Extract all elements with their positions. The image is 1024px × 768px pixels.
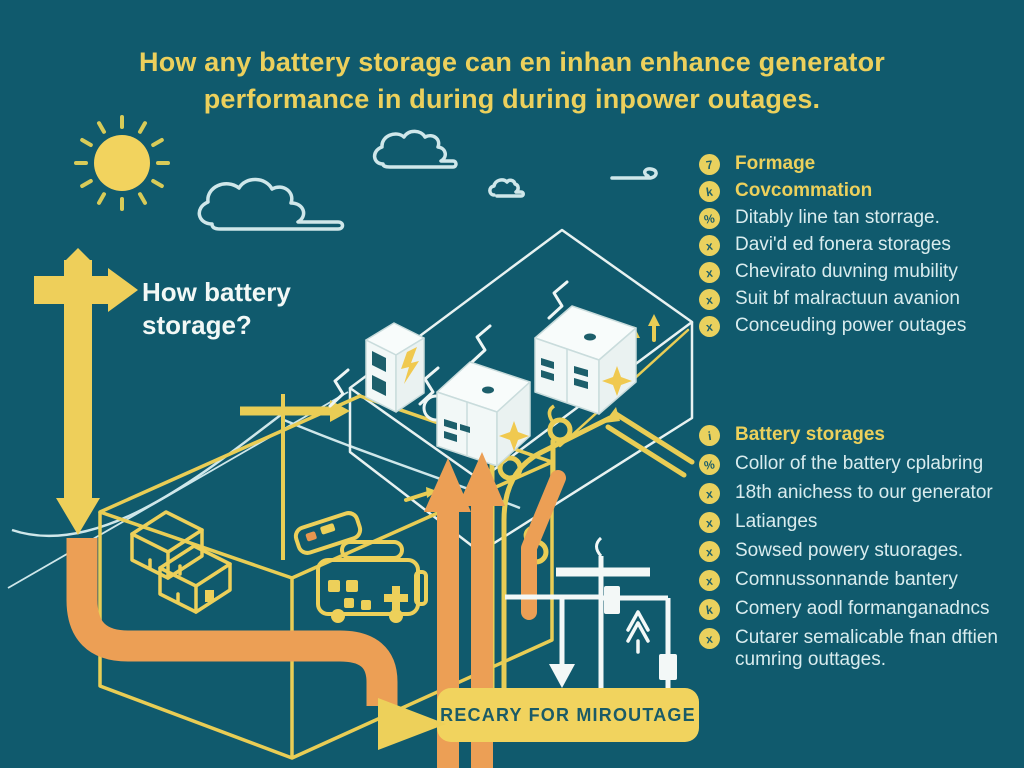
bullet-glyph: k — [705, 184, 714, 199]
bullet-glyph: i — [706, 428, 713, 443]
bullet-glyph: x — [705, 631, 714, 646]
list-item-label: Comnussonnande bantery — [735, 569, 958, 590]
list-item-label: Davi'd ed fonera storages — [735, 234, 951, 255]
bullet-glyph: % — [703, 210, 716, 227]
bullet-icon: x — [699, 289, 720, 310]
bullet-icon: x — [699, 512, 720, 533]
banner-arrow — [378, 698, 446, 750]
list-item: x Davi'd ed fonera storages — [699, 234, 1024, 256]
bullet-icon: x — [699, 628, 720, 649]
list-item-label: Comery aodl formanganadncs — [735, 598, 990, 619]
bullet-glyph: % — [703, 456, 716, 473]
list-item: x Conceuding power outages — [699, 315, 1024, 337]
list-item-label: Latianges — [735, 511, 818, 532]
title-line1: How any battery storage can en inhan enh… — [139, 47, 885, 77]
list-item: % Collor of the battery cplabring — [699, 453, 1024, 475]
orange-up-arrows — [424, 452, 505, 768]
list-item: x Suit bf malractuun avanion — [699, 288, 1024, 310]
orange-elbow-flow — [521, 470, 566, 620]
feature-list-bottom: i Battery storages % Collor of the batte… — [699, 424, 1024, 678]
question-line1: How battery — [142, 277, 291, 307]
list-item: x Comnussonnande bantery — [699, 569, 1024, 591]
list-item: k Covcommation — [699, 180, 1024, 202]
utility-pole — [240, 394, 350, 560]
battery-unit-small — [365, 322, 425, 413]
bullet-glyph: x — [705, 515, 714, 530]
bullet-icon: k — [699, 181, 720, 202]
bullet-glyph: x — [705, 319, 714, 334]
bullet-glyph: x — [705, 486, 714, 501]
cloud-icon — [372, 129, 458, 169]
banner-label: RECARY FOR MIROUTAGE — [440, 704, 696, 725]
bullet-glyph: x — [705, 292, 714, 307]
list-item: x Cutarer semalicable fnan dftien cumrin… — [699, 627, 1024, 671]
infographic-title: How any battery storage can en inhan enh… — [0, 44, 1024, 118]
bullet-glyph: x — [705, 238, 714, 253]
bullet-icon: x — [699, 541, 720, 562]
bullet-icon: k — [699, 599, 720, 620]
bullet-icon: 7 — [699, 154, 720, 175]
feature-list-top: 7 Formage k Covcommation % Ditably line … — [699, 153, 1024, 342]
banner-background — [437, 688, 699, 742]
list-item: i Battery storages — [699, 424, 1024, 446]
bullet-icon: x — [699, 316, 720, 337]
bullet-icon: i — [699, 425, 720, 446]
list-item-label: Battery storages — [735, 424, 885, 445]
cloud-icon — [488, 178, 525, 198]
cloud-icons — [197, 129, 658, 231]
battery-unit-large — [534, 305, 637, 415]
question-line2: storage? — [142, 310, 252, 340]
list-item: % Ditably line tan storrage. — [699, 207, 1024, 229]
list-item: x Latianges — [699, 511, 1024, 533]
storage-crates — [130, 510, 232, 614]
spark-zigzags — [328, 280, 569, 408]
title-line2: performance in during during inpower out… — [203, 84, 821, 114]
list-item: x Sowsed powery stuorages. — [699, 540, 1024, 562]
bullet-icon: x — [699, 483, 720, 504]
list-item-label: Chevirato duvning mubility — [735, 261, 958, 282]
list-item-label: Cutarer semalicable fnan dftien cumring … — [735, 627, 998, 670]
distribution-pole — [505, 536, 677, 740]
bullet-glyph: 7 — [705, 157, 714, 172]
orange-flow-pipe — [66, 538, 398, 706]
list-item: x 18th anichess to our generator — [699, 482, 1024, 504]
bullet-icon: x — [699, 570, 720, 591]
cloud-icon — [197, 177, 345, 231]
list-item-label: Ditably line tan storrage. — [735, 207, 940, 228]
signpost-cross — [34, 248, 138, 535]
question-label: How battery storage? — [142, 276, 291, 342]
list-item-label: Formage — [735, 153, 816, 174]
list-item-label: 18th anichess to our generator — [735, 482, 993, 503]
bullet-icon: % — [699, 208, 720, 229]
list-item-label: Collor of the battery cplabring — [735, 453, 984, 474]
battery-unit-medium — [436, 361, 531, 467]
bullet-icon: x — [699, 262, 720, 283]
bullet-glyph: k — [705, 602, 714, 617]
bullet-glyph: x — [705, 544, 714, 559]
bullet-icon: x — [699, 235, 720, 256]
list-item: x Chevirato duvning mubility — [699, 261, 1024, 283]
sun-icon — [74, 115, 170, 211]
bullet-glyph: x — [705, 265, 714, 280]
list-item-label: Suit bf malractuun avanion — [735, 288, 960, 309]
cloud-icon — [610, 167, 658, 180]
list-item-label: Sowsed powery stuorages. — [735, 540, 964, 561]
list-item-label: Conceuding power outages — [735, 315, 967, 336]
list-item: k Comery aodl formanganadncs — [699, 598, 1024, 620]
bullet-glyph: x — [705, 573, 714, 588]
list-item: 7 Formage — [699, 153, 1024, 175]
generator — [293, 511, 428, 623]
list-item-label: Covcommation — [735, 180, 873, 201]
bullet-icon: % — [699, 454, 720, 475]
